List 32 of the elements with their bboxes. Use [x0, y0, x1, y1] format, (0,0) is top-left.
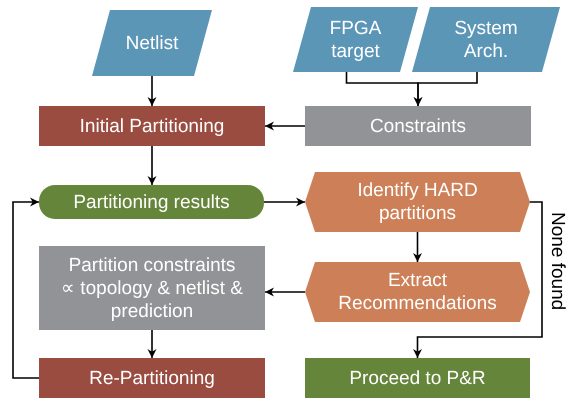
node-label: Partitioning results	[73, 190, 230, 214]
node-label: Proceed to P&R	[349, 366, 486, 390]
node-label: Re-Partitioning	[89, 366, 215, 390]
node-label: FPGA target	[328, 16, 382, 62]
input-parallelogram	[412, 7, 560, 72]
result-pill	[39, 185, 264, 219]
node-label: Constraints	[370, 114, 466, 138]
input-parallelogram	[92, 10, 212, 76]
node-label: Netlist	[126, 32, 178, 54]
arrow	[413, 232, 422, 262]
arrow	[414, 72, 478, 106]
arrow	[148, 76, 156, 106]
node-label: Partition constraints ∝ topology & netlist & prediction	[60, 254, 244, 322]
node-label: Initial Partitioning	[80, 114, 224, 138]
arrow	[265, 122, 305, 130]
constraint-box	[39, 246, 265, 330]
process-box	[39, 358, 265, 398]
arrow	[12, 198, 39, 379]
node-label: Identify HARD partitions	[356, 179, 479, 225]
terminal-box	[305, 358, 530, 398]
arrow	[148, 146, 156, 185]
arrow	[413, 201, 543, 358]
step-hexagon	[305, 172, 530, 232]
constraint-box	[305, 106, 531, 146]
arrow	[148, 330, 156, 358]
process-box	[39, 106, 265, 146]
node-label: Extract Recommendations	[337, 269, 498, 315]
input-parallelogram	[293, 7, 418, 72]
step-hexagon	[305, 262, 530, 322]
arrow	[264, 198, 305, 206]
arrow	[265, 288, 305, 296]
node-label: System Arch.	[453, 16, 519, 62]
